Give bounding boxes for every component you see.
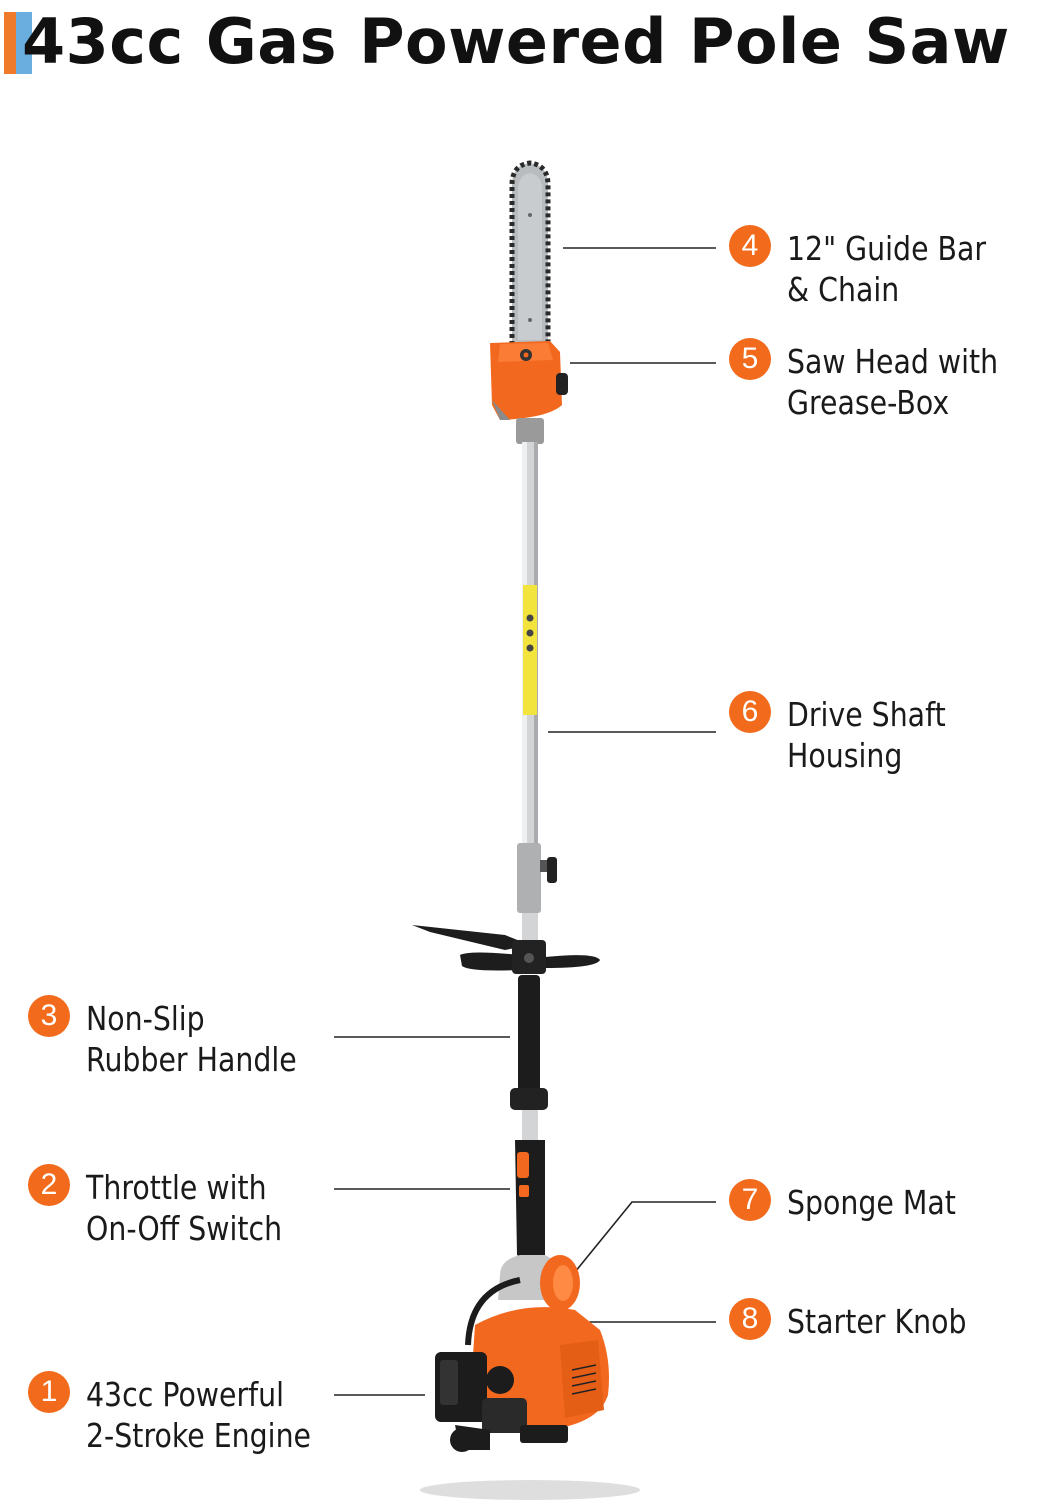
callout-guide-bar: 4 12" Guide Bar & Chain <box>729 225 1018 310</box>
callout-label-line2: Grease-Box <box>787 383 950 422</box>
callout-number-badge: 2 <box>28 1164 70 1206</box>
callout-number-badge: 3 <box>28 995 70 1037</box>
callout-label-line1: Sponge Mat <box>787 1183 956 1222</box>
title-accent-orange <box>4 12 16 74</box>
callout-saw-head: 5 Saw Head with Grease-Box <box>729 338 1032 423</box>
saw-head <box>490 341 568 444</box>
callout-engine: 1 43cc Powerful 2-Stroke Engine <box>28 1371 348 1456</box>
callout-label-line2: On-Off Switch <box>86 1209 283 1248</box>
callout-drive-shaft: 6 Drive Shaft Housing <box>729 691 972 776</box>
title-accent-blue <box>16 12 32 74</box>
callout-label: Sponge Mat <box>787 1182 956 1223</box>
title-bar: 43cc Gas Powered Pole Saw <box>0 0 1037 80</box>
leader-line-7 <box>574 1201 716 1273</box>
callout-throttle: 2 Throttle with On-Off Switch <box>28 1164 314 1249</box>
callout-label: Saw Head with Grease-Box <box>787 341 998 423</box>
page-title: 43cc Gas Powered Pole Saw <box>22 5 1010 78</box>
floor-shadow <box>420 1480 640 1500</box>
leader-lines <box>334 247 716 1396</box>
callout-number-badge: 1 <box>28 1371 70 1413</box>
shaft-coupling <box>517 843 557 943</box>
callout-label-line1: Throttle with <box>86 1168 267 1207</box>
callout-rubber-handle: 3 Non-Slip Rubber Handle <box>28 995 331 1080</box>
callout-label-line1: Saw Head with <box>787 342 999 381</box>
callout-number-badge: 5 <box>729 338 771 380</box>
callout-starter-knob: 8 Starter Knob <box>729 1298 996 1342</box>
callout-label-line1: Starter Knob <box>787 1302 967 1341</box>
handle-bar <box>412 925 600 974</box>
engine <box>435 1255 609 1452</box>
callout-label-line2: 2-Stroke Engine <box>86 1416 312 1455</box>
callout-label: Non-Slip Rubber Handle <box>86 998 297 1080</box>
callout-label-line1: 43cc Powerful <box>86 1375 285 1414</box>
throttle <box>515 1140 545 1259</box>
callout-label: Throttle with On-Off Switch <box>86 1167 282 1249</box>
callout-label-line2: Rubber Handle <box>86 1040 297 1079</box>
callout-label-line1: Drive Shaft <box>787 695 946 734</box>
leader-line-8 <box>571 1321 716 1341</box>
callout-label-line1: Non-Slip <box>86 999 205 1038</box>
callout-label: 43cc Powerful 2-Stroke Engine <box>86 1374 311 1456</box>
callout-number-badge: 4 <box>729 225 771 267</box>
rubber-handle <box>510 975 548 1145</box>
callout-number-badge: 8 <box>729 1298 771 1340</box>
callout-number-badge: 7 <box>729 1179 771 1221</box>
callout-label: 12" Guide Bar & Chain <box>787 228 986 310</box>
drive-shaft-housing <box>522 442 538 847</box>
guide-bar-chain <box>509 160 551 348</box>
callout-label-line1: 12" Guide Bar <box>787 229 987 268</box>
callout-label: Drive Shaft Housing <box>787 694 946 776</box>
callout-label-line2: Housing <box>787 736 903 775</box>
callout-number-badge: 6 <box>729 691 771 733</box>
callout-sponge-mat: 7 Sponge Mat <box>729 1179 983 1223</box>
callout-label-line2: & Chain <box>787 270 900 309</box>
callout-label: Starter Knob <box>787 1301 966 1342</box>
